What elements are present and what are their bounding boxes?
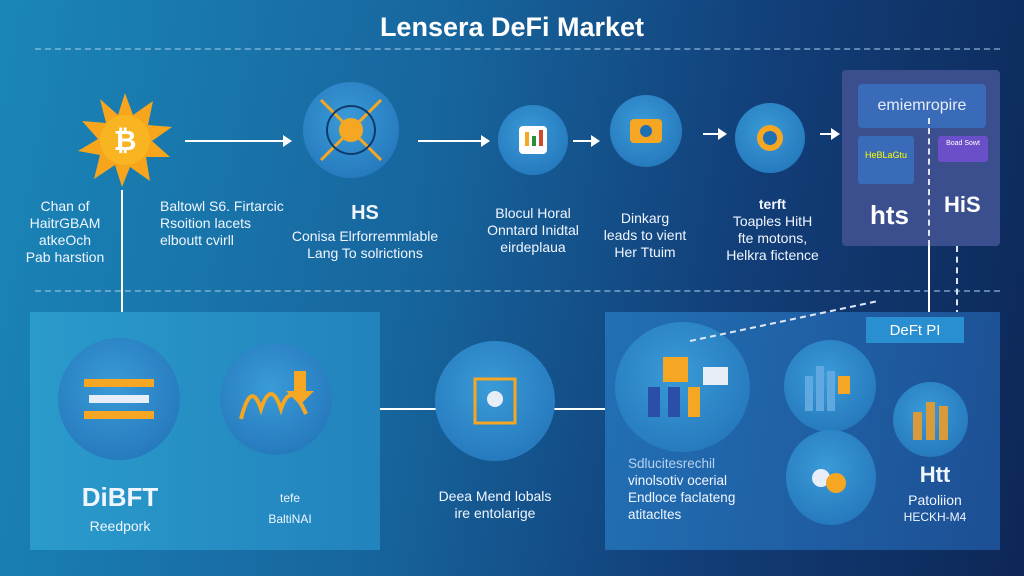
right-text-line: vinolsotiv ocerial	[628, 473, 728, 488]
step4-line: Blocul Horal	[495, 205, 571, 221]
step2-line: Rsoition lacets	[160, 215, 252, 231]
connector	[121, 190, 123, 325]
step3-heading: HS	[351, 202, 379, 224]
step1-line: HaitrGBAM	[29, 215, 101, 231]
coin-stack-icon	[893, 382, 968, 457]
right-text-line: Endloce faclateng	[628, 490, 736, 505]
right-text-line: atitacltes	[628, 507, 682, 522]
middle-line: ire entolarige	[454, 505, 536, 521]
step6-heading: terft	[758, 196, 787, 212]
bitcoin-sun-icon: ₿	[78, 93, 172, 187]
step6-line: Toaples HitH	[732, 213, 813, 229]
second-sub: BaltiNAI	[268, 512, 312, 526]
htt-heading: Htt	[919, 462, 951, 487]
wallet-icon	[610, 95, 682, 167]
coin-circuit-icon	[735, 103, 805, 173]
exchange-machinery-icon	[58, 338, 180, 460]
right-end-line: Patoliion	[908, 492, 962, 508]
second-heading: tefe	[279, 491, 300, 505]
document-chart-icon	[498, 105, 568, 175]
platform-panel: emiemropire HeBLaGtu Boad Sowt hts HiS	[842, 70, 1000, 246]
divider	[35, 48, 1000, 50]
page-title: Lensera DeFi Market	[379, 12, 645, 42]
dibft-heading: DiBFT	[81, 482, 159, 512]
network-node-icon	[303, 82, 399, 178]
right-text-line: Sdlucitesrechil	[628, 456, 716, 471]
dashed-connector	[956, 246, 958, 316]
card-1: HeBLaGtu	[858, 136, 914, 184]
arrow-right-icon	[703, 128, 727, 140]
step5-line: leads to vient	[603, 227, 687, 243]
step3-line: Conisa Elrforremmlable	[291, 228, 439, 244]
market-trend-icon	[220, 343, 332, 455]
step1-line: atkeOch	[38, 232, 92, 248]
panel-left-label: hts	[870, 200, 909, 230]
arrow-right-icon	[573, 135, 600, 147]
arrow-right-icon	[185, 135, 292, 147]
arrow-right-icon	[418, 135, 490, 147]
step3-line: Lang To solrictions	[307, 245, 423, 261]
step4-line: eirdeplaua	[500, 239, 566, 255]
platform-banner: emiemropire	[858, 84, 986, 128]
panel-right-label: HiS	[944, 192, 981, 217]
arrow-right-icon	[820, 128, 840, 140]
city-icon	[784, 340, 876, 432]
svg-text:₿: ₿	[114, 125, 137, 156]
step2-line: elboutt cvirll	[160, 232, 234, 248]
dibft-sub: Reedpork	[89, 518, 151, 534]
step5-line: Her Ttuim	[614, 244, 676, 260]
card-2: Boad Sowt	[938, 136, 988, 162]
middle-line: Deea Mend lobals	[438, 488, 552, 504]
defi-tag: DeFt PI	[866, 317, 964, 343]
step4-line: Onntard Inidtal	[487, 222, 579, 238]
step1-line: Pab harstion	[25, 249, 105, 265]
community-icon	[615, 322, 750, 452]
step6-line: Helkra fictence	[726, 247, 819, 263]
step5-line: Dinkarg	[620, 210, 670, 226]
connector	[928, 246, 930, 356]
step1-line: Chan of	[40, 198, 90, 214]
dashed-connector	[928, 118, 930, 246]
investor-icon	[786, 430, 876, 525]
circuit-icon	[435, 341, 555, 461]
right-end-line: HECKH-M4	[903, 510, 967, 524]
step6-line: fte motons,	[737, 230, 808, 246]
step2-line: Baltowl S6. Firtarcic	[160, 198, 284, 214]
divider	[35, 290, 1000, 292]
